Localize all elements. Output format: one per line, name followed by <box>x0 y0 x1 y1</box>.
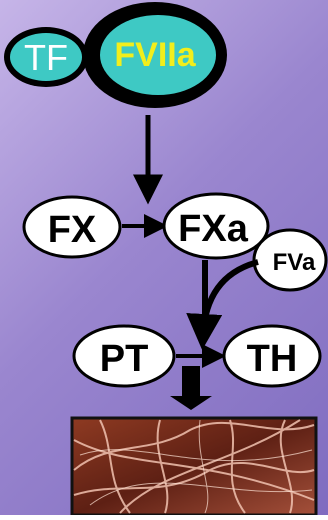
tf-inner <box>10 33 82 81</box>
arrow-fva-conversion <box>186 259 259 350</box>
fviia-inner <box>100 15 216 95</box>
tf-fviia-complex: TF FVIIa <box>4 2 227 108</box>
fxa-label: FXa <box>178 208 249 250</box>
fviia-label: FVIIa <box>114 36 196 74</box>
fva-label: FVa <box>273 249 316 276</box>
fx-label: FX <box>48 209 97 251</box>
pt-node: PT <box>72 324 176 388</box>
th-label: TH <box>247 338 298 380</box>
tf-label: TF <box>24 37 68 78</box>
fva-node: FVa <box>252 228 328 292</box>
th-node: TH <box>222 324 322 388</box>
fx-node: FX <box>22 195 122 259</box>
arrow-to-fibrin <box>170 366 212 410</box>
pt-label: PT <box>100 338 149 380</box>
fxa-node: FXa <box>162 192 270 260</box>
fibrin-clot-image <box>70 416 318 517</box>
